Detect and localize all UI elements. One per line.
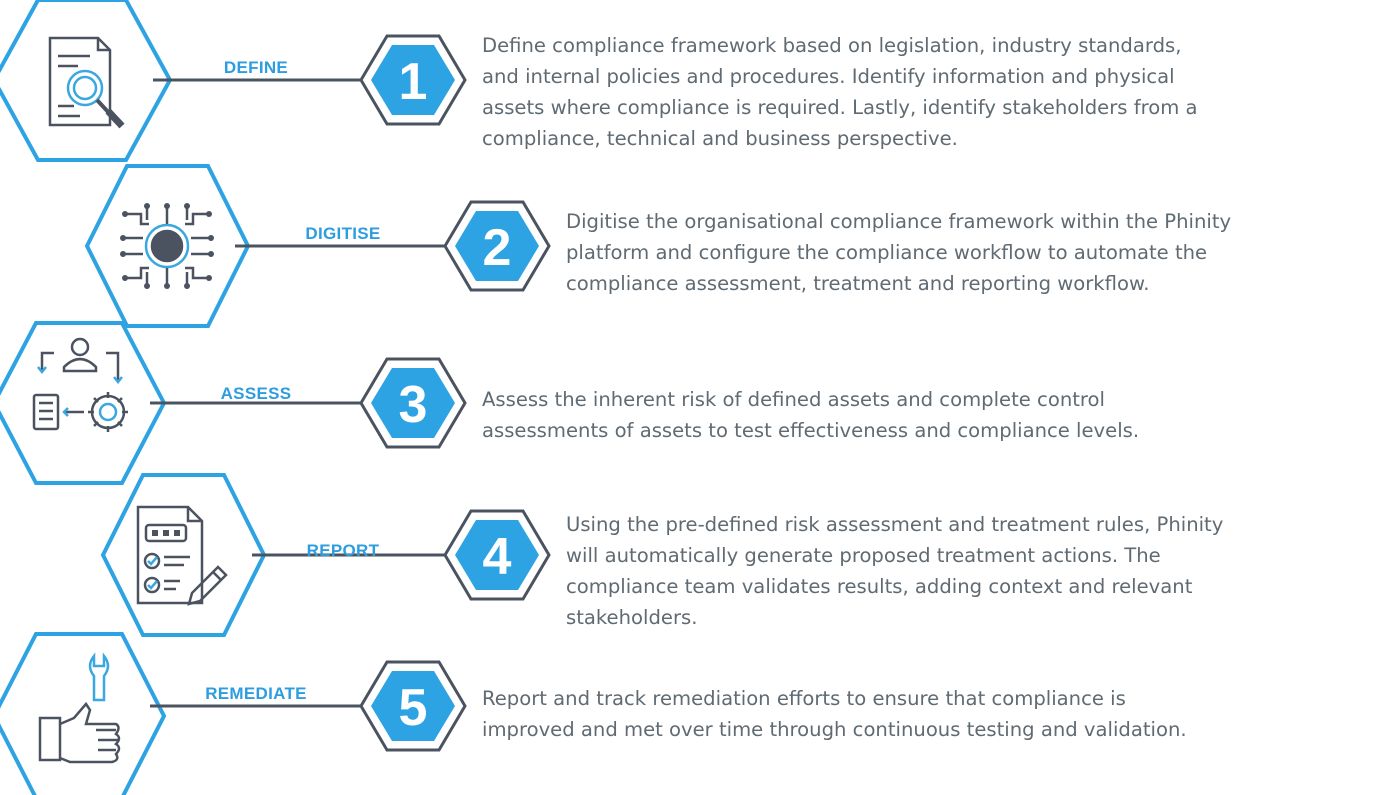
number-hexagon-fill (371, 368, 455, 438)
step-3-graphics: 3 (0, 321, 467, 485)
thumbs-up-wrench-icon (38, 652, 121, 764)
desc-line: assessments of assets to test effectiven… (482, 419, 1140, 442)
desc-line: will automatically generate proposed tre… (566, 544, 1161, 567)
icon-hexagon (0, 632, 167, 795)
desc-line: Using the pre-defined risk assessment an… (566, 513, 1224, 536)
step-description: Digitise the organisational compliance f… (566, 206, 1376, 299)
step-remediate: 5 REMEDIATE Report and track remediation… (0, 630, 1376, 795)
number-hexagon-fill (371, 45, 455, 115)
step-1-graphics: 1 (0, 0, 467, 162)
step-number: 3 (399, 376, 428, 434)
step-number: 1 (399, 53, 428, 111)
step-label: ASSESS (220, 384, 292, 403)
step-report: 4 REPORT Using the pre-defined risk asse… (0, 473, 1376, 648)
desc-line: and internal policies and procedures. Id… (482, 65, 1175, 88)
step-number: 2 (483, 219, 512, 277)
step-define: 1 DEFINE Define compliance framework bas… (0, 0, 1376, 165)
step-assess: 3 ASSESS Assess the inherent risk of def… (0, 315, 1376, 495)
icon-hexagon (100, 473, 267, 637)
desc-line: Digitise the organisational compliance f… (566, 210, 1232, 233)
desc-line: Define compliance framework based on leg… (482, 34, 1182, 57)
step-description: Define compliance framework based on leg… (482, 30, 1312, 154)
icon-hexagon (0, 321, 167, 485)
icon-hexagon (0, 0, 173, 162)
step-4-graphics: 4 (100, 473, 551, 637)
step-label: REPORT (306, 541, 380, 560)
desc-line: compliance, technical and business persp… (482, 127, 958, 150)
desc-line: Report and track remediation efforts to … (482, 687, 1126, 710)
desc-line: compliance assessment, treatment and rep… (566, 272, 1150, 295)
desc-line: compliance team validates results, addin… (566, 575, 1193, 598)
step-description: Assess the inherent risk of defined asse… (482, 384, 1312, 446)
step-number: 5 (399, 679, 428, 737)
step-5-graphics: 5 (0, 632, 467, 795)
step-2-graphics: 2 (84, 164, 551, 328)
person-gear-workflow-icon (32, 337, 128, 432)
step-label: DIGITISE (305, 224, 381, 243)
document-magnifier-icon (48, 36, 125, 129)
step-digitise: 2 (0, 164, 1376, 336)
desc-line: platform and configure the compliance wo… (566, 241, 1208, 264)
desc-line: stakeholders. (566, 606, 698, 629)
step-number: 4 (483, 528, 512, 586)
step-label: DEFINE (223, 58, 289, 77)
number-hexagon-fill (371, 671, 455, 741)
checklist-pencil-icon (136, 505, 228, 606)
desc-line: improved and met over time through conti… (482, 718, 1187, 741)
desc-line: assets where compliance is required. Las… (482, 96, 1198, 119)
step-description: Using the pre-defined risk assessment an… (566, 509, 1376, 633)
step-label: REMEDIATE (205, 684, 307, 703)
desc-line: Assess the inherent risk of defined asse… (482, 388, 1105, 411)
number-hexagon-fill (455, 211, 539, 281)
number-hexagon-fill (455, 520, 539, 590)
circuit-chip-icon (120, 203, 214, 289)
step-description: Report and track remediation efforts to … (482, 683, 1312, 745)
